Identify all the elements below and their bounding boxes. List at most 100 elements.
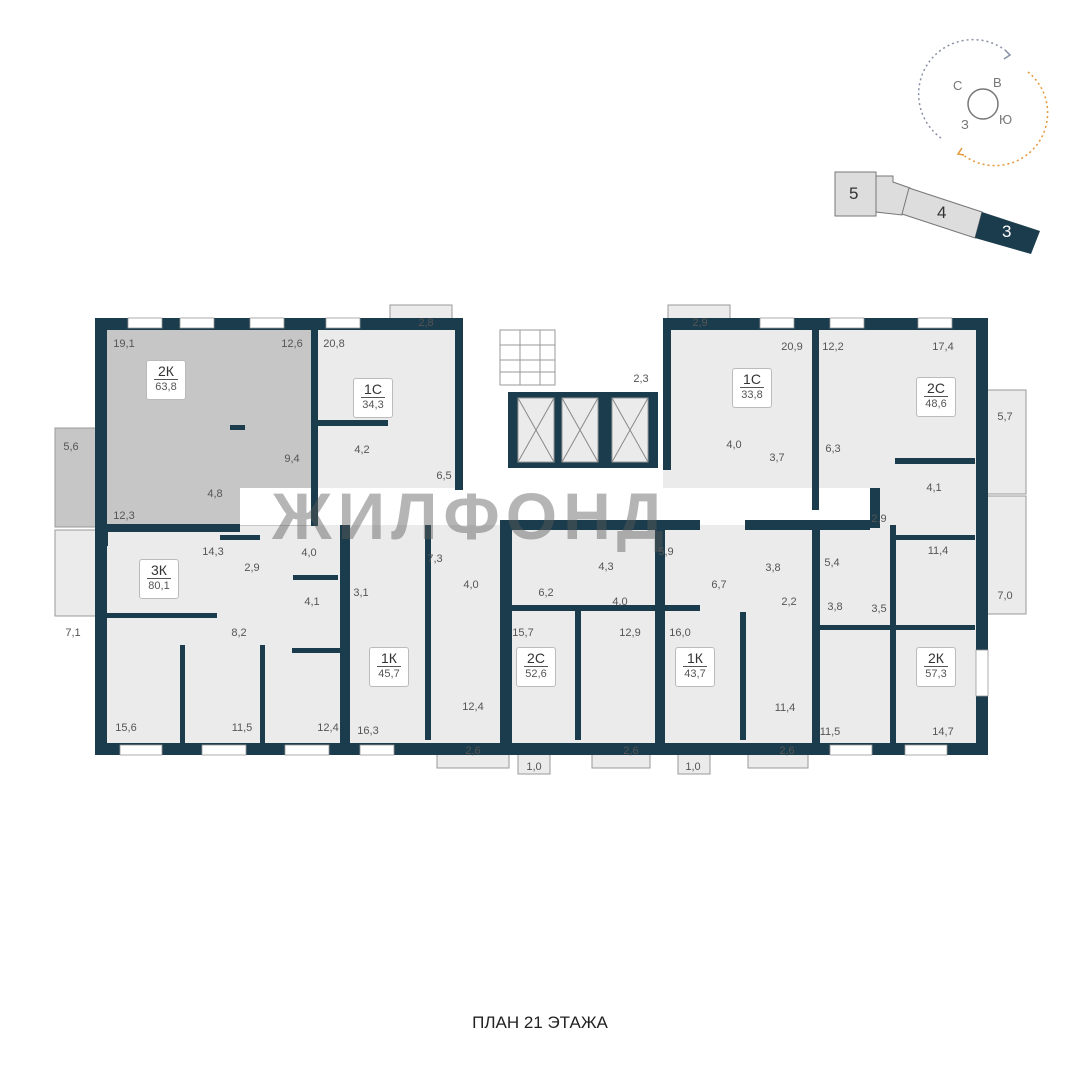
floor-title: ПЛАН 21 ЭТАЖА [472, 1013, 608, 1032]
balcony-2k [54, 427, 98, 528]
room-area: 4,0 [612, 596, 628, 608]
room-area: 12,4 [462, 701, 484, 713]
apartment-type: 2К [154, 364, 178, 380]
room-area: 8,2 [231, 627, 247, 639]
section-5[interactable]: 5 [849, 184, 859, 203]
apartment-type: 1К [683, 651, 707, 667]
apartment-type: 2К [924, 651, 948, 667]
room-area: 14,3 [202, 546, 224, 558]
room-area: 11,4 [774, 702, 796, 714]
room-area: 3,5 [871, 603, 887, 615]
room-area: 16,0 [669, 627, 691, 639]
room-area: 6,2 [538, 587, 554, 599]
apartment-type: 2С [524, 651, 548, 667]
interior-walls [95, 330, 975, 745]
balcony-2c [985, 389, 1027, 495]
apartment-area: 80,1 [148, 580, 170, 592]
room-area: 12,4 [317, 722, 339, 734]
room-area: 12,2 [822, 341, 844, 353]
compass-west: З [961, 117, 969, 132]
room-area: 3,1 [353, 587, 369, 599]
apartment-area: 63,8 [155, 381, 177, 393]
stairs [499, 329, 556, 386]
room-area: 20,9 [781, 341, 803, 353]
room-area: 4,3 [598, 561, 614, 573]
room-area: 17,4 [932, 341, 954, 353]
room-area: 2,6 [465, 745, 481, 757]
room-area: 4,2 [354, 444, 370, 456]
apartment-type: 1С [740, 372, 764, 388]
room-area: 9,4 [284, 453, 300, 465]
room-area: 12,9 [619, 627, 641, 639]
room-area: 5,9 [658, 546, 674, 558]
room-area: 1,0 [685, 761, 701, 773]
room-area: 2,9 [244, 562, 260, 574]
room-area: 6,7 [711, 579, 727, 591]
room-area: 2,2 [781, 596, 797, 608]
room-area: 20,8 [323, 338, 345, 350]
compass-east: В [993, 75, 1002, 90]
windows [119, 317, 989, 756]
apartment-type: 1К [377, 651, 401, 667]
room-area: 4,0 [463, 579, 479, 591]
apartment-area: 43,7 [684, 668, 706, 680]
room-area: 12,6 [281, 338, 303, 350]
section-map [834, 171, 1040, 254]
room-area: 2,9 [692, 317, 708, 329]
room-area: 3,8 [827, 601, 843, 613]
room-area: 14,7 [932, 726, 954, 738]
room-area: 11,5 [231, 722, 253, 734]
elevators [508, 392, 658, 468]
compass-north: С [953, 78, 963, 93]
room-area: 11,5 [819, 726, 841, 738]
apartment-area: 45,7 [378, 668, 400, 680]
room-area: 7,3 [427, 553, 443, 565]
room-area: 4,1 [926, 482, 942, 494]
room-area: 11,4 [927, 545, 949, 557]
room-area: 2,6 [623, 745, 639, 757]
room-area: 3,7 [769, 452, 785, 464]
apartment-type: 2С [924, 381, 948, 397]
room-area: 15,6 [115, 722, 137, 734]
room-area: 15,7 [512, 627, 534, 639]
apartment-type: 1С [361, 382, 385, 398]
section-3-active[interactable]: 3 [1002, 222, 1012, 241]
corridor [240, 488, 870, 525]
room-area: 5,4 [824, 557, 840, 569]
room-area: 7,0 [997, 590, 1013, 602]
apartment-area: 52,6 [525, 668, 547, 680]
room-area: 5,6 [63, 441, 79, 453]
apartment-type: 3К [147, 563, 171, 579]
room-area: 6,3 [825, 443, 841, 455]
apartment-area: 34,3 [362, 399, 384, 411]
compass-south: Ю [999, 112, 1013, 127]
room-area: 4,1 [304, 596, 320, 608]
room-area: 19,1 [113, 338, 135, 350]
room-area: 6,5 [436, 470, 452, 482]
room-area: 2,6 [779, 745, 795, 757]
room-area: 16,3 [357, 725, 379, 737]
watermark: ЖИЛФОНД [272, 479, 670, 553]
room-area: 3,8 [765, 562, 781, 574]
room-area: 2,8 [418, 317, 434, 329]
room-area: 4,8 [207, 488, 223, 500]
balcony-3k [54, 529, 98, 617]
room-area: 7,1 [65, 627, 81, 639]
room-area: 2,9 [871, 513, 887, 525]
balcony-2k-right [985, 495, 1027, 615]
apartment-area: 33,8 [741, 389, 763, 401]
room-area: 4,0 [301, 547, 317, 559]
section-4[interactable]: 4 [937, 203, 947, 222]
room-area: 1,0 [526, 761, 542, 773]
room-area: 2,3 [633, 373, 649, 385]
